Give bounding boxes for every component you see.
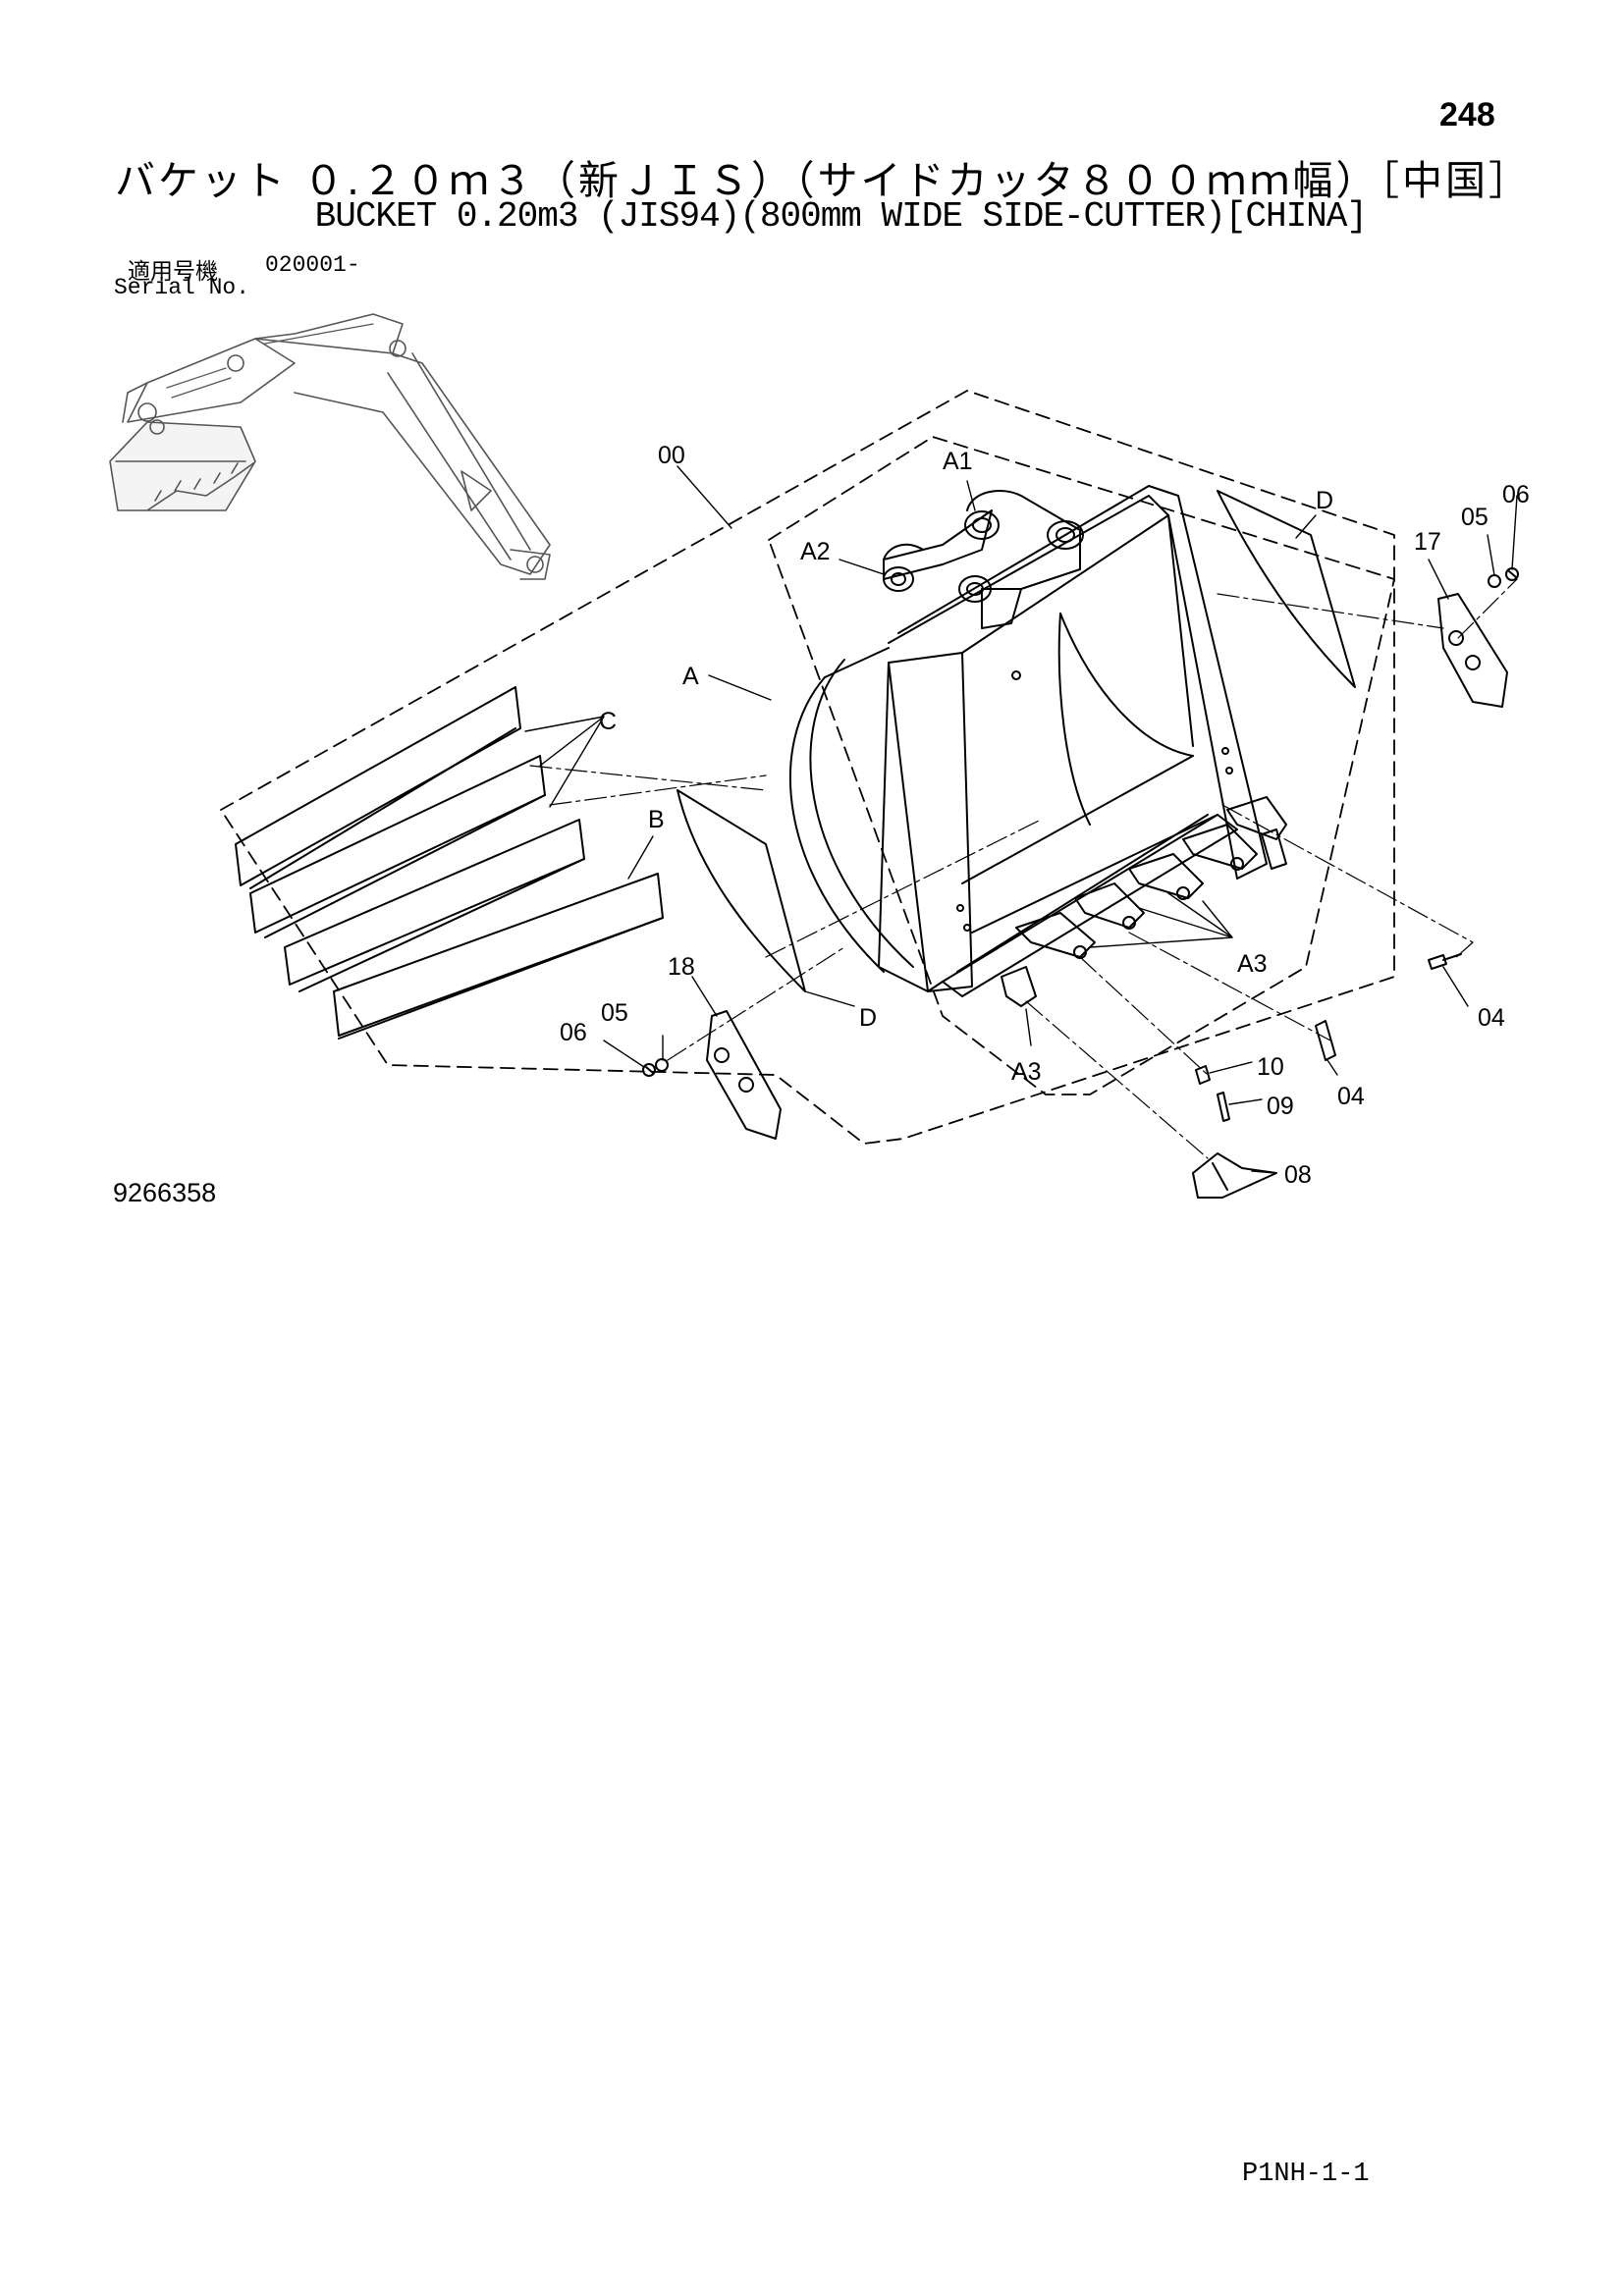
callout-a: A <box>682 663 699 690</box>
callout-04-right: 04 <box>1478 1004 1505 1032</box>
callout-09: 09 <box>1267 1093 1294 1120</box>
excavator-locator-illustration <box>109 313 551 580</box>
assembly-boundary-a <box>768 436 1395 1095</box>
side-cutter-bottom <box>677 789 806 992</box>
callout-a3-bottom: A3 <box>1011 1058 1042 1086</box>
callout-06-left: 06 <box>560 1019 587 1046</box>
callout-10: 10 <box>1257 1053 1284 1081</box>
wear-strips <box>235 686 664 1040</box>
title-english: BUCKET 0.20m3 (JIS94)(800mm WIDE SIDE-CU… <box>314 196 1368 237</box>
callout-a1: A1 <box>943 448 973 475</box>
center-lines <box>529 578 1518 1159</box>
page-number: 248 <box>1439 96 1495 133</box>
callout-05-right: 05 <box>1461 504 1489 531</box>
leader-lines <box>524 465 1518 1174</box>
hardware-parts <box>642 567 1519 1199</box>
title-japanese: バケット ０.２０ｍ３（新ＪＩＳ）（サイドカッタ８００ｍｍ幅）［中国］ <box>114 157 1532 204</box>
drawing-number: 9266358 <box>113 1178 217 1207</box>
callout-a2: A2 <box>800 538 831 565</box>
callout-18: 18 <box>668 953 695 981</box>
bucket-body <box>788 485 1268 997</box>
callout-d-bottom: D <box>859 1004 877 1032</box>
callout-04-mid: 04 <box>1337 1083 1365 1110</box>
bucket-teeth <box>1001 796 1287 1007</box>
page-code: P1NH-1-1 <box>1242 2160 1370 2189</box>
callout-08: 08 <box>1284 1161 1312 1189</box>
mounting-bosses <box>883 490 1084 629</box>
serial-number: 020001- <box>265 252 360 278</box>
callout-labels: 00 A1 A2 A C B D 17 05 06 A3 A3 D 18 05 … <box>560 442 1530 1189</box>
serial-label-japanese: 適用号機 <box>128 259 218 285</box>
callout-d-top: D <box>1316 487 1333 514</box>
assembly-boundary-00 <box>220 390 1395 1145</box>
side-cutter-top <box>1217 490 1356 688</box>
callout-17: 17 <box>1414 528 1441 556</box>
callout-c: C <box>599 708 617 735</box>
callout-a3-right: A3 <box>1237 950 1268 978</box>
side-plate-17 <box>1437 593 1508 708</box>
callout-06-right: 06 <box>1502 481 1530 508</box>
callout-05-left: 05 <box>601 999 628 1027</box>
callout-00: 00 <box>658 442 685 469</box>
side-plate-18 <box>706 1010 782 1140</box>
callout-b: B <box>648 806 665 833</box>
serial-label-english: Serial No. <box>114 275 250 300</box>
